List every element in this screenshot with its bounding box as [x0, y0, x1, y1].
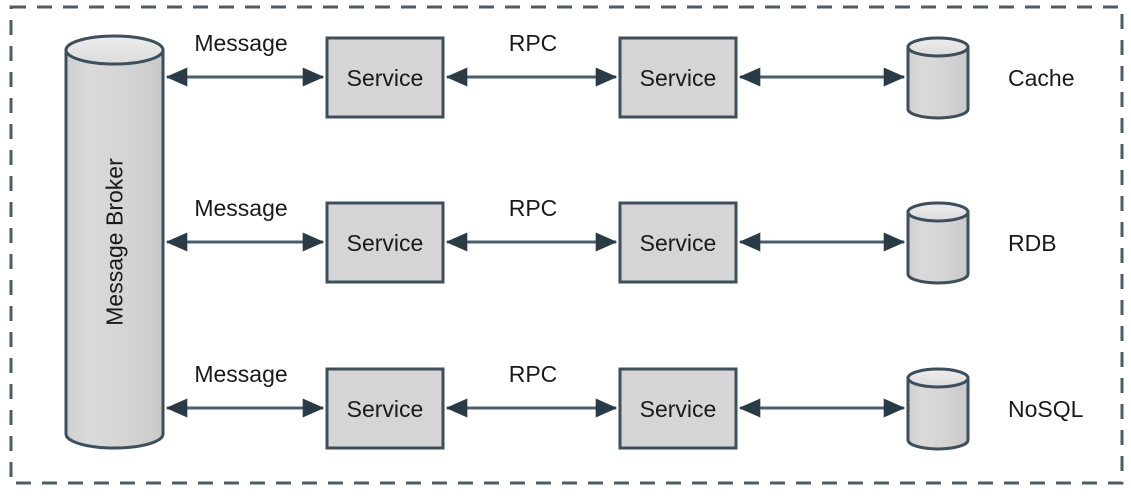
service-box-cache-a [325, 36, 445, 119]
service-link-label-nosql: RPC [509, 361, 558, 387]
service-label-cache-b: Service [640, 65, 717, 91]
service-label-nosql-b: Service [640, 396, 717, 422]
broker-link-label-nosql: Message [194, 361, 287, 387]
service-label-nosql-a: Service [347, 396, 424, 422]
message-broker-top [64, 34, 165, 66]
row-nosql: Message Service RPC Service NoSQL [165, 361, 1084, 451]
datastore-body-rdb [906, 210, 970, 285]
message-broker-body [64, 48, 165, 450]
service-node-cache-b[interactable]: Service [618, 36, 738, 119]
service-box-nosql-a [325, 367, 445, 450]
datastore-body-nosql [906, 376, 970, 451]
service-node-rdb-a[interactable]: Service [325, 201, 445, 284]
row-rdb: Message Service RPC Service RDB [165, 195, 1057, 285]
message-broker-label: Message Broker [102, 158, 128, 326]
service-link-label-cache: RPC [509, 30, 558, 56]
service-box-rdb-b [618, 201, 738, 284]
datastore-node-cache[interactable] [906, 36, 970, 120]
service-label-rdb-b: Service [640, 230, 717, 256]
service-box-cache-b [618, 36, 738, 119]
service-box-rdb-a [325, 201, 445, 284]
datastore-label-cache: Cache [1008, 65, 1074, 91]
broker-link-label-cache: Message [194, 30, 287, 56]
service-node-nosql-b[interactable]: Service [618, 367, 738, 450]
service-node-cache-a[interactable]: Service [325, 36, 445, 119]
message-broker-node[interactable]: Message Broker [64, 34, 165, 450]
datastore-top-rdb [906, 201, 970, 223]
datastore-node-rdb[interactable] [906, 201, 970, 285]
datastore-node-nosql[interactable] [906, 367, 970, 451]
service-node-nosql-a[interactable]: Service [325, 367, 445, 450]
broker-link-label-rdb: Message [194, 195, 287, 221]
datastore-top-nosql [906, 367, 970, 389]
datastore-top-cache [906, 36, 970, 58]
service-box-nosql-b [618, 367, 738, 450]
service-link-label-rdb: RPC [509, 195, 558, 221]
datastore-body-cache [906, 45, 970, 120]
service-node-rdb-b[interactable]: Service [618, 201, 738, 284]
service-label-cache-a: Service [347, 65, 424, 91]
service-label-rdb-a: Service [347, 230, 424, 256]
datastore-label-rdb: RDB [1008, 230, 1057, 256]
row-cache: Message Service RPC Service Cache [165, 30, 1074, 120]
datastore-label-nosql: NoSQL [1008, 396, 1084, 422]
system-boundary [9, 5, 1124, 485]
